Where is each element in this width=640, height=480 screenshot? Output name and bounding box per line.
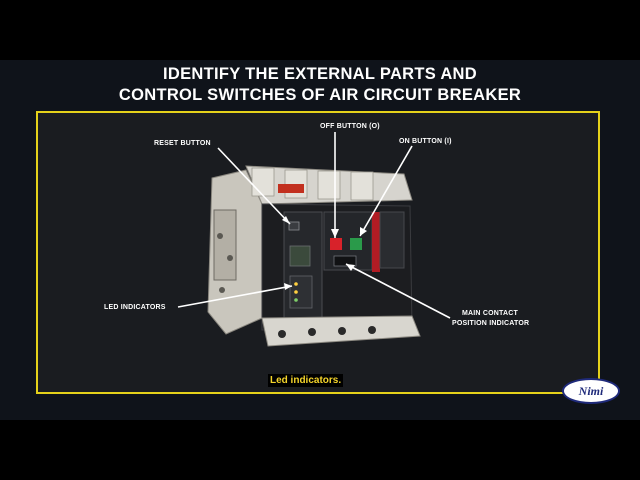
subtitle-caption: Led indicators. [268,374,344,387]
reset-leader-line [217,147,291,225]
on-button-label: ON BUTTON (I) [399,138,452,145]
on-button-shape [350,238,362,250]
led-indicators-label: LED INDICATORS [104,304,166,311]
main-contact-indicator-shape [333,255,357,267]
main-contact-leader-line [345,263,451,319]
red-strip [372,212,380,272]
title-line-2: CONTROL SWITCHES OF AIR CIRCUIT BREAKER [118,86,522,104]
page-title: IDENTIFY THE EXTERNAL PARTS AND CONTROL … [0,64,640,106]
reset-button-label: RESET BUTTON [154,140,211,147]
nimi-logo: Nimi [562,378,620,404]
reset-button-shape [288,221,300,231]
main-contact-label-line-1: MAIN CONTACT [462,310,518,317]
off-button-label: OFF BUTTON (O) [320,123,380,130]
off-button-shape [330,238,342,250]
main-contact-label: MAIN CONTACT [462,309,518,318]
led-panel [289,275,313,309]
lcd-display [289,245,311,267]
on-leader-line [359,145,413,237]
title-line-1: IDENTIFY THE EXTERNAL PARTS AND [163,65,477,83]
main-contact-label-line-2: POSITION INDICATOR [452,320,530,327]
side-handle [213,209,237,281]
led-leader-line [177,285,293,308]
